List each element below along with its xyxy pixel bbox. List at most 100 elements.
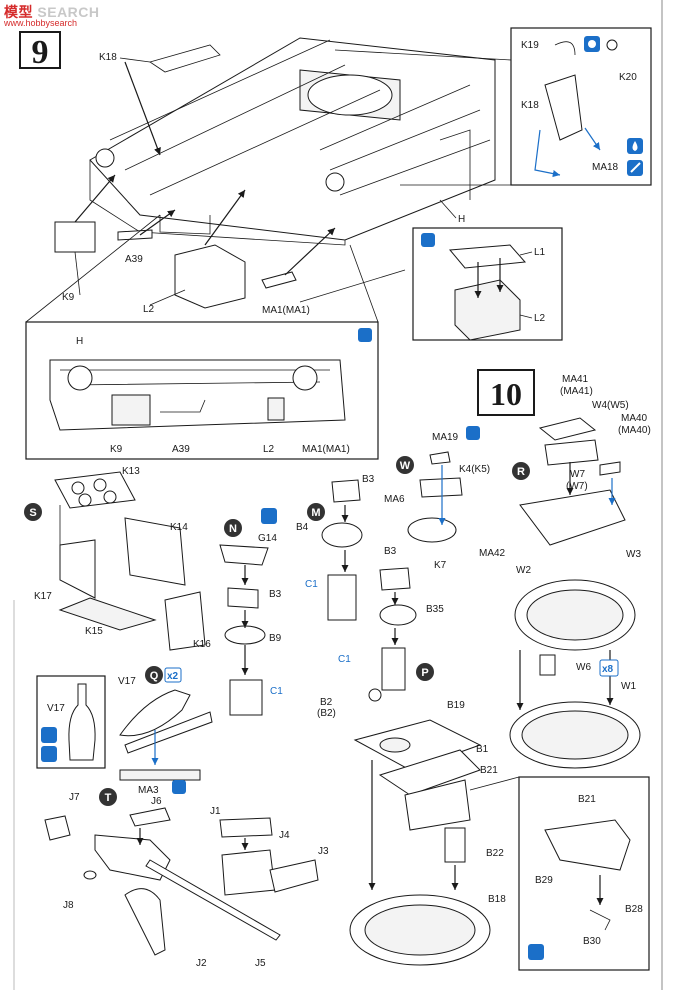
label-ma3: MA3 <box>138 785 159 796</box>
step-10-badge: 10 <box>477 369 535 416</box>
svg-text:N: N <box>229 523 237 535</box>
label-a39-view: A39 <box>172 444 190 455</box>
paint-icon <box>41 746 57 762</box>
label-ma19: MA19 <box>432 432 459 443</box>
watermark: 模型 SEARCH <box>4 2 100 22</box>
label-k20: K20 <box>619 72 637 83</box>
label-l2-box: L2 <box>534 313 546 324</box>
label-w3: W3 <box>626 549 641 560</box>
svg-text:T: T <box>105 792 112 804</box>
hull-deck-assembly <box>89 37 496 246</box>
label-ma1: MA1(MA1) <box>262 305 310 316</box>
label-k15: K15 <box>85 626 103 637</box>
label-j4: J4 <box>279 830 290 841</box>
watermark-brand: 模型 <box>4 4 33 20</box>
label-w1: W1 <box>621 681 636 692</box>
detail-box-k18: K19 K20 K18 MA18 <box>334 27 652 186</box>
glue-icon <box>584 36 600 52</box>
label-b29: B29 <box>535 875 553 886</box>
watermark-host: www.hobbysearch <box>4 18 78 28</box>
substep-s-stowage-box: K13 K14 K17 K15 K16 <box>34 466 211 651</box>
label-ma41-paren: (MA41) <box>560 386 593 397</box>
paint-icon <box>421 233 435 247</box>
arrow-k9 <box>74 174 116 223</box>
svg-text:M: M <box>311 507 320 519</box>
cement-drop-icon <box>172 780 186 794</box>
label-b21-box: B21 <box>578 794 596 805</box>
label-ma41: MA41 <box>562 374 589 385</box>
label-k17: K17 <box>34 591 52 602</box>
label-ma40-paren: (MA40) <box>618 425 651 436</box>
multiplier-w6: x8 <box>602 664 614 675</box>
part-k18-shape <box>149 44 221 73</box>
label-k9-view: K9 <box>110 444 123 455</box>
label-h-view: H <box>76 336 83 347</box>
label-v17-b: V17 <box>47 703 65 714</box>
label-c1-n: C1 <box>270 686 283 697</box>
paint-icon <box>358 328 372 342</box>
badge-t: T <box>99 788 117 806</box>
label-b21-main: B21 <box>480 765 498 776</box>
label-k19: K19 <box>521 40 539 51</box>
label-b28: B28 <box>625 904 643 915</box>
label-b2: B2 <box>320 697 333 708</box>
step-9-number: 9 <box>32 34 49 71</box>
label-l2: L2 <box>143 304 155 315</box>
cement-drop-icon <box>466 426 480 440</box>
detail-box-l1-l2: L1 L2 <box>412 227 563 341</box>
label-b3-p: B3 <box>384 546 397 557</box>
substep-m-assembly: B3 B4 C1 <box>296 474 375 621</box>
label-k18: K18 <box>99 52 117 63</box>
label-c1-m: C1 <box>305 579 318 590</box>
label-k4: K4(K5) <box>459 464 490 475</box>
label-w7-paren: (W7) <box>566 481 588 492</box>
label-g14: G14 <box>258 533 277 544</box>
svg-text:W: W <box>400 460 411 472</box>
part-k9-shape <box>54 221 96 253</box>
label-j7: J7 <box>69 792 80 803</box>
label-j2: J2 <box>196 958 207 969</box>
svg-text:R: R <box>517 466 525 478</box>
part-l2-shape <box>174 244 246 309</box>
substep-t-machine-gun: J7 J6 J1 J4 J3 J8 J2 J5 <box>44 792 329 969</box>
step-10-number: 10 <box>490 376 522 412</box>
turret-ring-assembly: W2 W6 W1 x8 <box>509 565 641 769</box>
substep-n-assembly: G14 B3 B9 C1 <box>219 508 283 716</box>
label-j5: J5 <box>255 958 266 969</box>
label-b4: B4 <box>296 522 309 533</box>
label-b22: B22 <box>486 848 504 859</box>
label-ma6: MA6 <box>384 494 405 505</box>
badge-n: N <box>224 519 242 537</box>
paint-icon <box>627 160 643 176</box>
label-k14: K14 <box>170 522 188 533</box>
badge-m: M <box>307 503 325 521</box>
detail-box-b21: B21 B29 B28 B30 <box>469 776 650 971</box>
label-ma1-view: MA1(MA1) <box>302 444 350 455</box>
label-w2: W2 <box>516 565 531 576</box>
substep-r-assembly: MA41 (MA41) W4(W5) MA40 (MA40) W7 (W7) M… <box>479 374 651 560</box>
substep-q-bottle: V17 V17 MA3 x2 <box>36 667 213 796</box>
label-b2-paren: (B2) <box>317 708 336 719</box>
svg-text:S: S <box>29 507 36 519</box>
arrow-a39 <box>139 209 176 236</box>
badge-q: Q <box>145 666 163 684</box>
label-k7: K7 <box>434 560 447 571</box>
paint-icon <box>528 944 544 960</box>
label-w4: W4(W5) <box>592 400 629 411</box>
arrow-ma1 <box>284 227 336 276</box>
label-j3: J3 <box>318 846 329 857</box>
label-ma42: MA42 <box>479 548 506 559</box>
label-ma18: MA18 <box>592 162 619 173</box>
label-b9: B9 <box>269 633 282 644</box>
label-v17-a: V17 <box>118 676 136 687</box>
label-h: H <box>458 214 465 225</box>
paint-icon <box>41 727 57 743</box>
label-l1: L1 <box>534 247 546 258</box>
label-b3-n: B3 <box>269 589 282 600</box>
label-k13: K13 <box>122 466 140 477</box>
label-j8: J8 <box>63 900 74 911</box>
label-c1-p: C1 <box>338 654 351 665</box>
label-k18-box: K18 <box>521 100 539 111</box>
badge-s: S <box>24 503 42 521</box>
